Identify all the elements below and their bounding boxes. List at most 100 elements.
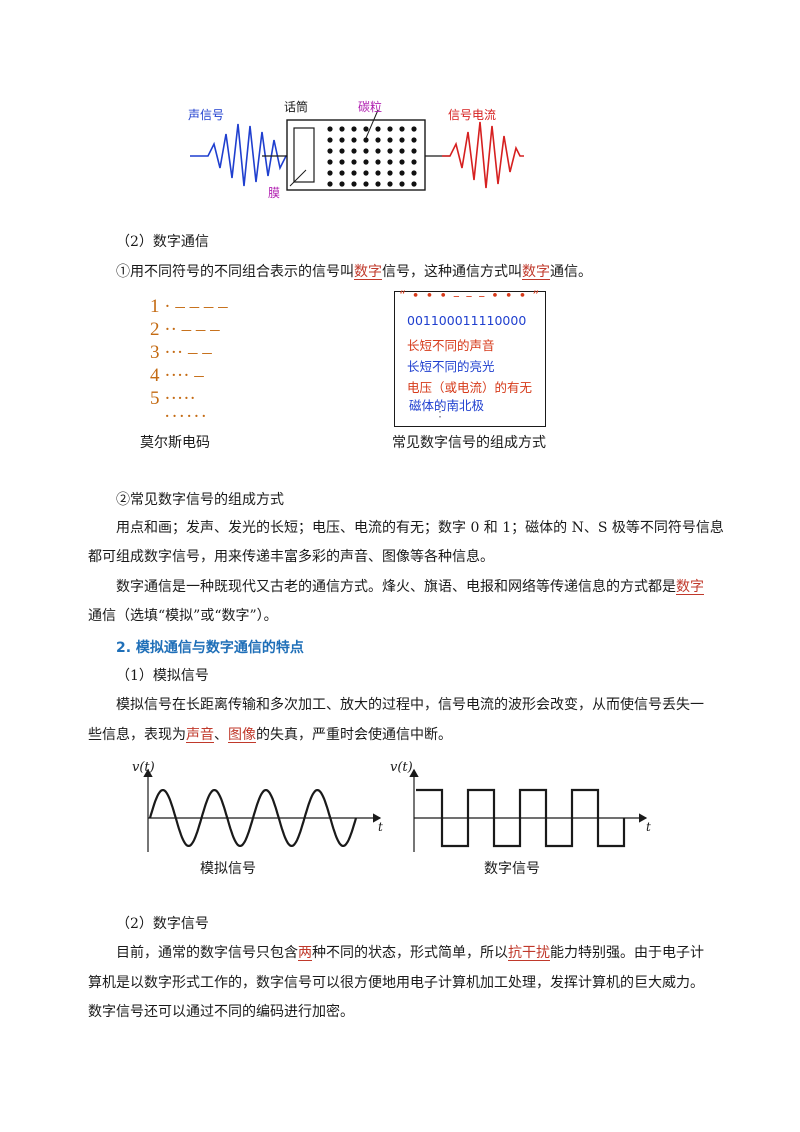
- morse-row: 2 ·· – – –: [150, 319, 220, 340]
- digital-signal-line1: 目前，通常的数字信号只包含两种不同的状态，形式简单，所以抗干扰能力特别强。由于电…: [116, 943, 704, 963]
- carbon-granule: [399, 137, 405, 143]
- carbon-granule: [375, 137, 381, 143]
- top-marks: “ • • • – – – • • • ”: [399, 289, 541, 304]
- carbon-granule: [351, 170, 357, 176]
- carbon-pointer: [365, 109, 379, 139]
- analog-wave: [148, 789, 358, 847]
- digital-y-label: v(t): [390, 760, 413, 775]
- carbon-granule: [339, 170, 345, 176]
- answer-blank: 抗干扰: [508, 945, 550, 961]
- mic-membrane-box: [293, 127, 315, 183]
- carbon-granule: [363, 137, 369, 143]
- digital-definition: ①用不同符号的不同组合表示的信号叫数字信号，这种通信方式叫数字通信。: [116, 262, 592, 282]
- morse-row: ······: [164, 406, 208, 427]
- carbon-granule: [411, 181, 417, 187]
- text: ①用不同符号的不同组合表示的信号叫: [116, 264, 354, 280]
- digital-caption: 数字信号: [484, 861, 540, 877]
- digital-signal-box: “ • • • – – – • • • ” 001100011110000 长短…: [394, 289, 546, 427]
- label-current: 信号电流: [448, 108, 497, 122]
- text: 信号，这种通信方式叫: [382, 264, 522, 280]
- carbon-granule: [327, 159, 333, 165]
- composition-line1: 用点和画；发声、发光的长短；电压、电流的有无；数字 0 和 1；磁体的 N、S …: [116, 520, 724, 536]
- carbon-granule: [363, 170, 369, 176]
- composition-heading: ②常见数字信号的组成方式: [116, 492, 284, 508]
- features-heading: 2. 模拟通信与数字通信的特点: [116, 640, 304, 656]
- analog-x-label: t: [378, 820, 383, 834]
- box-line-sound: 长短不同的声音: [407, 338, 495, 353]
- answer-blank: 数字: [522, 264, 550, 280]
- composition-line4: 通信（选填“模拟”或“数字”）。: [88, 608, 278, 624]
- composition-line2: 都可组成数字信号，用来传递丰富多彩的声音、图像等各种信息。: [88, 549, 494, 565]
- sound-wave: [190, 123, 292, 187]
- composition-line3: 数字通信是一种既现代又古老的通信方式。烽火、旗语、电报和网络等传递信息的方式都是…: [116, 577, 704, 597]
- more-marks: ⋮: [433, 404, 447, 420]
- answer-blank: 两: [298, 945, 312, 961]
- carbon-granule: [363, 159, 369, 165]
- carbon-granule: [327, 170, 333, 176]
- text: 能力特别强。由于电子计: [550, 945, 704, 961]
- microphone-figure: 声信号 话筒 碳粒 信号电流 膜: [180, 96, 530, 204]
- analog-subheading: （1）模拟信号: [116, 668, 209, 684]
- morse-figure: 1 · – – – – 2 ·· – – – 3 ··· – – 4 ···· …: [148, 296, 288, 432]
- morse-caption: 莫尔斯电码: [140, 435, 210, 451]
- carbon-granule: [327, 137, 333, 143]
- carbon-granule: [375, 148, 381, 154]
- carbon-granule: [339, 137, 345, 143]
- carbon-granule: [411, 148, 417, 154]
- label-sound-signal: 声信号: [188, 108, 225, 122]
- text: 数字通信是一种既现代又古老的通信方式。烽火、旗语、电报和网络等传递信息的方式都是: [116, 579, 676, 595]
- digital-signal-line3: 数字信号还可以通过不同的编码进行加密。: [88, 1004, 354, 1020]
- carbon-granule: [411, 137, 417, 143]
- label-membrane: 膜: [268, 186, 281, 200]
- analog-caption: 模拟信号: [200, 861, 256, 877]
- wave-diagram: [143, 768, 648, 852]
- carbon-granule: [351, 181, 357, 187]
- carbon-granule: [399, 181, 405, 187]
- carbon-granule: [339, 126, 345, 132]
- box-caption: 常见数字信号的组成方式: [392, 435, 546, 451]
- carbon-granule: [363, 126, 369, 132]
- carbon-granule: [387, 159, 393, 165]
- label-carbon: 碳粒: [358, 100, 383, 114]
- digital-x-label: t: [646, 820, 651, 834]
- box-line-voltage: 电压（或电流）的有无: [407, 380, 533, 395]
- carbon-granule: [387, 170, 393, 176]
- box-line-light: 长短不同的亮光: [407, 359, 495, 374]
- section-digital-heading: （2）数字通信: [116, 234, 209, 250]
- carbon-granule: [387, 137, 393, 143]
- text: 些信息，表现为: [88, 727, 186, 743]
- carbon-granule: [375, 126, 381, 132]
- carbon-granule: [327, 126, 333, 132]
- carbon-granules: [327, 126, 417, 187]
- analog-para-line1: 模拟信号在长距离传输和多次加工、放大的过程中，信号电流的波形会改变，从而使信号丢…: [116, 697, 704, 713]
- analog-para-line2: 些信息，表现为声音、图像的失真，严重时会使通信中断。: [88, 725, 452, 745]
- membrane-pointer: [289, 169, 307, 187]
- digital-signal-line2: 算机是以数字形式工作的，数字信号可以很方便地用电子计算机加工处理，发挥计算机的巨…: [88, 975, 704, 991]
- carbon-granule: [339, 159, 345, 165]
- carbon-granule: [351, 148, 357, 154]
- carbon-granule: [351, 159, 357, 165]
- carbon-granule: [399, 148, 405, 154]
- carbon-granule: [339, 181, 345, 187]
- text: 通信。: [550, 264, 592, 280]
- carbon-granule: [327, 148, 333, 154]
- morse-row: 1 · – – – –: [150, 296, 228, 317]
- microphone-diagram: [190, 109, 524, 191]
- answer-blank: 声音: [186, 727, 214, 743]
- analog-y-label: v(t): [132, 760, 155, 775]
- answer-blank: 图像: [228, 727, 256, 743]
- morse-row: 3 ··· – –: [150, 342, 212, 363]
- carbon-granule: [339, 148, 345, 154]
- carbon-granule: [387, 126, 393, 132]
- carbon-granule: [351, 137, 357, 143]
- digital-signal-subheading: （2）数字信号: [116, 916, 209, 932]
- carbon-granule: [327, 181, 333, 187]
- text: 、: [214, 727, 228, 743]
- carbon-granule: [375, 170, 381, 176]
- text: 的失真，严重时会使通信中断。: [256, 727, 452, 743]
- carbon-granule: [411, 170, 417, 176]
- digital-wave: [416, 788, 626, 848]
- carbon-granule: [399, 126, 405, 132]
- carbon-granule: [387, 148, 393, 154]
- carbon-granule: [363, 148, 369, 154]
